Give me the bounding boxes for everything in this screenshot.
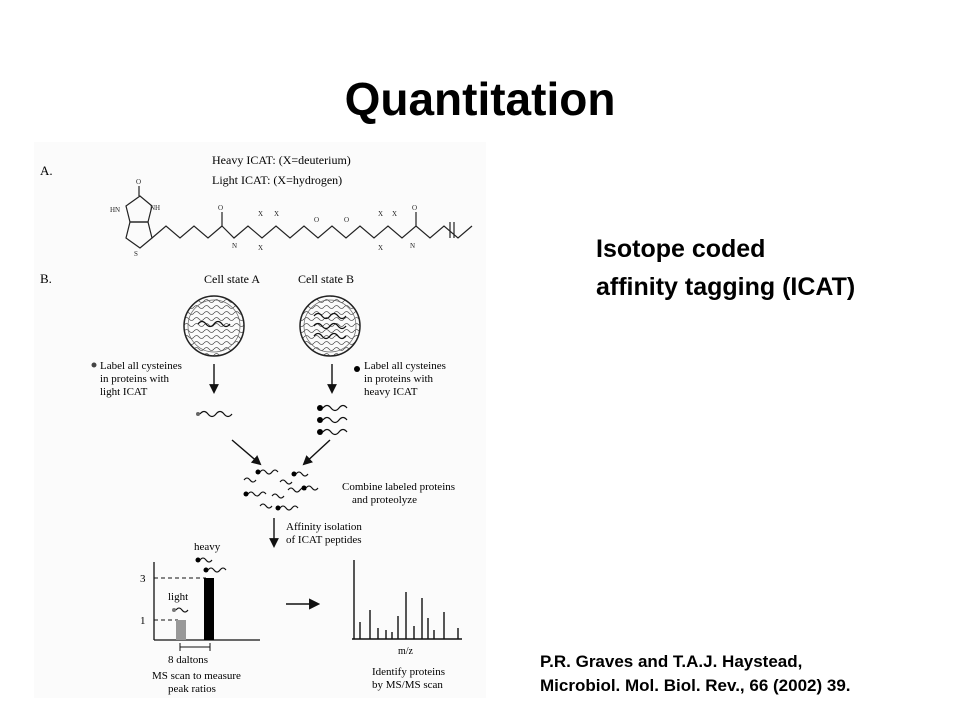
svg-text:X: X: [258, 210, 263, 218]
svg-text:X: X: [274, 210, 279, 218]
molecule-atom-labels: O HN NH S O N X X X O O X X X N O: [110, 178, 417, 258]
headline-line-2: affinity tagging (ICAT): [596, 273, 856, 301]
panel-b-label: B.: [40, 271, 52, 286]
heavy-peak-label: heavy: [194, 541, 221, 553]
svg-text:N: N: [232, 242, 237, 250]
icat-molecule-structure: [125, 186, 473, 249]
ms-scan-chart: [153, 557, 260, 651]
cell-state-b: [299, 295, 361, 357]
citation-line-2: Microbiol. Mol. Biol. Rev., 66 (2002) 39…: [540, 676, 851, 695]
svg-text:S: S: [134, 250, 138, 258]
citation: P.R. Graves and T.A.J. Haystead, Microbi…: [540, 650, 851, 698]
mz-axis-label: m/z: [398, 646, 414, 657]
arrow-heavy-to-combine: [302, 439, 331, 466]
cell-state-a-label: Cell state A: [204, 272, 260, 286]
slide-title: Quantitation: [344, 73, 616, 125]
label-light-text: Label all cysteines in proteins with lig…: [100, 360, 185, 398]
svg-text:N: N: [410, 242, 415, 250]
tick-label-3: 3: [140, 573, 146, 585]
svg-text:X: X: [258, 244, 263, 252]
daltons-label: 8 daltons: [168, 654, 208, 666]
heavy-icat-dot: [354, 366, 360, 372]
panel-a-label: A.: [40, 163, 53, 178]
cell-state-b-label: Cell state B: [298, 272, 354, 286]
ms-scan-caption: MS scan to measure peak ratios: [152, 670, 244, 695]
svg-text:O: O: [218, 204, 223, 212]
heavy-labeled-proteins: [317, 404, 348, 436]
cell-state-a: [183, 295, 245, 357]
peptide-tags: [243, 469, 307, 511]
label-heavy-text: Label all cysteines in proteins with hea…: [364, 360, 449, 398]
identify-caption: Identify proteins by MS/MS scan: [372, 666, 448, 691]
heavy-icat-line: Heavy ICAT: (X=deuterium): [212, 153, 351, 167]
svg-text:O: O: [136, 178, 141, 186]
icat-headline: Isotope coded affinity tagging (ICAT): [596, 230, 855, 306]
tick-label-1: 1: [140, 615, 146, 627]
arrow-light-to-combine: [231, 439, 262, 466]
light-icat-dot: [91, 362, 97, 368]
light-labeled-proteins: [196, 410, 233, 418]
light-peak-label: light: [168, 591, 188, 603]
combine-text: Combine labeled proteins and proteolyze: [342, 481, 458, 506]
icat-diagram: A. Heavy ICAT: (X=deuterium) Light ICAT:…: [40, 153, 473, 695]
affinity-text: Affinity isolation of ICAT peptides: [286, 521, 365, 546]
light-icat-line: Light ICAT: (X=hydrogen): [212, 173, 342, 187]
svg-text:X: X: [392, 210, 397, 218]
peptide-mixture: [243, 469, 319, 511]
svg-text:O: O: [314, 216, 319, 224]
msms-spectrum: [352, 560, 462, 640]
svg-text:X: X: [378, 210, 383, 218]
svg-text:X: X: [378, 244, 383, 252]
icat-figure: A. Heavy ICAT: (X=deuterium) Light ICAT:…: [34, 142, 486, 698]
headline-line-1: Isotope coded: [596, 235, 766, 263]
svg-text:NH: NH: [150, 204, 160, 212]
svg-text:O: O: [344, 216, 349, 224]
svg-text:O: O: [412, 204, 417, 212]
svg-text:HN: HN: [110, 206, 120, 214]
citation-line-1: P.R. Graves and T.A.J. Haystead,: [540, 652, 803, 671]
